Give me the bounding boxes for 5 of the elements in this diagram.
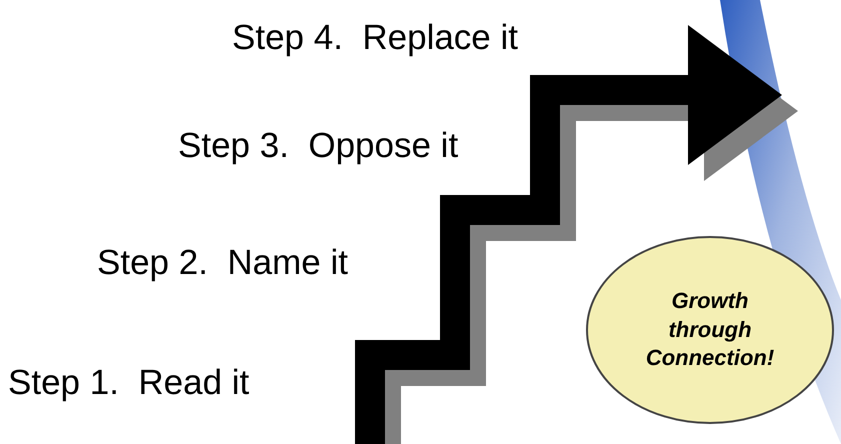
step-label: Step 1. Read it bbox=[8, 363, 250, 404]
step-label: Step 3. Oppose it bbox=[178, 126, 458, 166]
callout-text: Growth through Connection! bbox=[645, 287, 775, 372]
step-label: Step 4. Replace it bbox=[232, 18, 518, 58]
step-label: Step 2. Name it bbox=[97, 243, 348, 284]
